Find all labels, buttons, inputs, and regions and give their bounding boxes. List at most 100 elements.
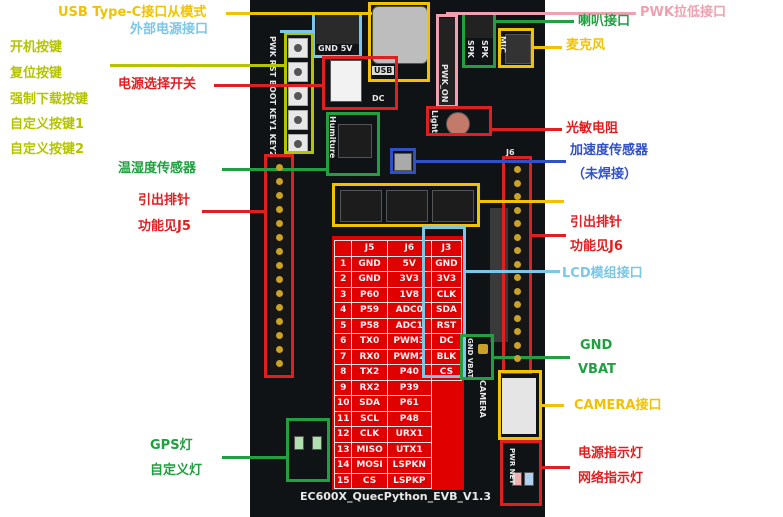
lcd-box (422, 226, 466, 378)
j5-pin (276, 290, 283, 297)
pin-table-cell: 4 (333, 302, 353, 319)
silk-light: Light (430, 110, 439, 134)
power-led (512, 472, 522, 486)
reset-button[interactable] (288, 62, 308, 82)
callout-camera: CAMERA接口 (574, 398, 662, 413)
callout-btn-boot: 强制下载按键 (10, 92, 89, 107)
accelerometer-footprint (394, 153, 412, 171)
pin-table-cell: 7 (333, 348, 353, 365)
power-switch (330, 60, 362, 102)
callout-ext-power: 外部电源接口 (130, 22, 209, 37)
pin-table-cell: RX2 (351, 379, 388, 396)
pin-table-cell: 1 (333, 255, 353, 272)
key2-button[interactable] (288, 134, 308, 154)
callout-light-sensor: 光敏电阻 (566, 121, 619, 136)
leader-humiture (222, 168, 328, 171)
callout-gps-led: GPS灯 (150, 438, 193, 453)
ext-power-box (312, 12, 362, 58)
callout-gnd: GND (580, 338, 613, 353)
key1-button[interactable] (288, 110, 308, 130)
pin-table-cell: 15 (333, 472, 353, 489)
power-button[interactable] (288, 38, 308, 58)
leader-buttons (110, 64, 286, 67)
pin-table-cell: 5 (333, 317, 353, 334)
net-led (524, 472, 534, 486)
speaker-header (464, 14, 494, 38)
silk-spk2: SPK (480, 40, 489, 58)
pin-table-cell: MISO (351, 441, 388, 458)
buttons-box (284, 32, 314, 154)
callout-j5-desc: 功能见J5 (138, 219, 191, 234)
pin-table-cell: CLK (351, 426, 388, 443)
pin-table-header-cell: J5 (351, 240, 388, 257)
j5-pin (276, 164, 283, 171)
callout-btn-reset: 复位按键 (10, 66, 63, 81)
j5-pin (276, 178, 283, 185)
j6-pin (514, 341, 521, 349)
pin-table-cell: P61 (386, 395, 432, 412)
callout-j5-title: 引出排针 (138, 193, 191, 208)
j6-pin (514, 314, 521, 322)
pin-table-cell: P48 (386, 410, 432, 427)
callout-custom-led: 自定义灯 (150, 463, 203, 478)
j6-pin (514, 274, 521, 281)
pin-table-cell: 12 (333, 426, 353, 443)
pin-table-cell: 10 (333, 395, 353, 412)
pin-table-cell: CS (351, 472, 388, 489)
pin-table-cell: RX0 (351, 348, 388, 365)
leader-usb (226, 12, 372, 15)
custom-led (312, 436, 322, 450)
silk-pwk-on: PWK_ON (440, 64, 449, 103)
j5-pin (276, 248, 283, 255)
leader-power-switch (214, 84, 324, 87)
callout-btn-key1: 自定义按键1 (10, 117, 85, 132)
pin-table-cell: SCL (351, 410, 388, 427)
callout-btn-power: 开机按键 (10, 40, 63, 55)
j6-pin (514, 166, 521, 173)
j5-pin (276, 332, 283, 339)
pin-table-cell: GND (430, 255, 463, 272)
pin-table-cell: 2 (333, 271, 353, 288)
leader-ext-power (280, 30, 314, 33)
pin-table-cell: TX2 (351, 364, 388, 381)
j5-pin (276, 360, 283, 367)
mic-box (498, 28, 534, 68)
gps-led (294, 436, 304, 450)
pin-table-cell (431, 411, 461, 427)
pin-table-cell: P58 (351, 317, 388, 334)
j5-pin (276, 318, 283, 325)
pin-table-cell: GND (351, 255, 388, 272)
j6-pin (514, 179, 521, 187)
pin-table-cell (431, 380, 461, 396)
silk-mic: MIC (498, 36, 507, 53)
pwk-box (436, 14, 458, 108)
callout-btn-key2: 自定义按键2 (10, 142, 85, 157)
pin-table-cell: SDA (351, 395, 388, 412)
callout-power-switch: 电源选择开关 (118, 77, 197, 92)
leader-lcd (464, 270, 560, 273)
level-shifter-chip-1 (340, 190, 382, 222)
pin-table-cell (431, 427, 461, 443)
camera-box (498, 370, 542, 440)
silk-camera: CAMERA (478, 380, 487, 418)
j6-pin (514, 328, 521, 335)
pin-table-cell: P39 (386, 379, 432, 396)
callout-usb-typec: USB Type-C接口从模式 (58, 5, 207, 20)
leader-status-leds (540, 466, 570, 469)
pwk-on-header (438, 18, 456, 106)
callout-lcd: LCD模组接口 (562, 266, 643, 281)
j5-pin (276, 234, 283, 241)
pin-table-header-cell (333, 240, 353, 257)
callout-pwk: PWK拉低接口 (640, 5, 726, 20)
leader-light (490, 128, 562, 131)
